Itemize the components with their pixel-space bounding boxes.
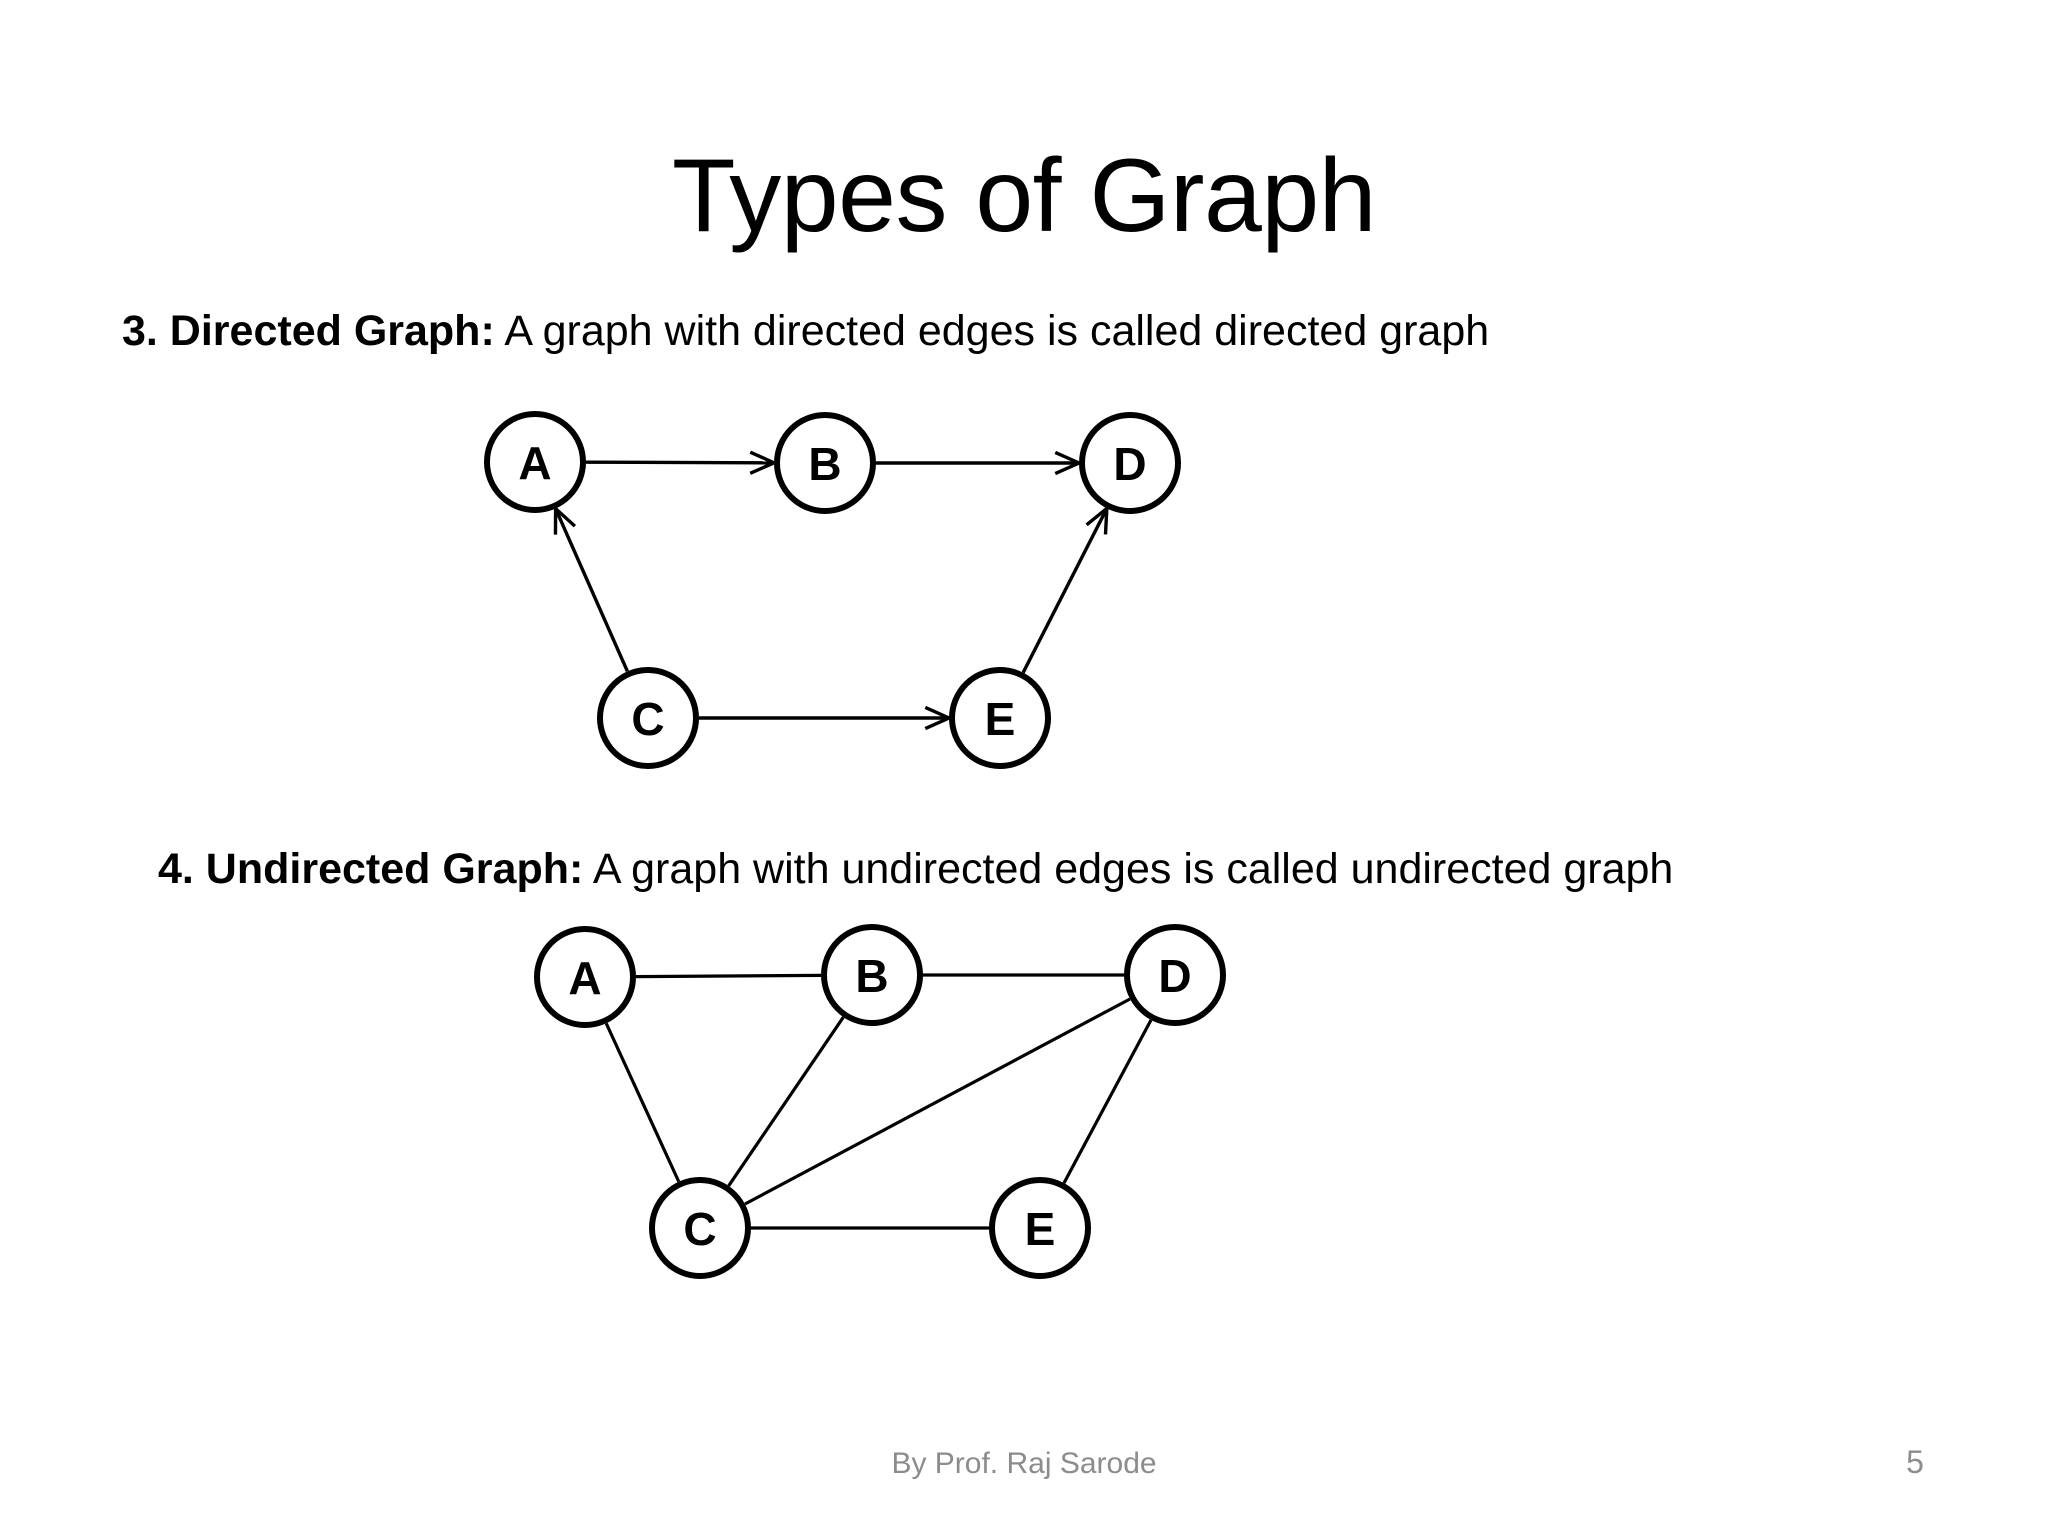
arrow-head-icon (1054, 450, 1084, 476)
arrow-head-icon (553, 504, 577, 535)
node-circle (821, 924, 923, 1026)
node-label: E (1025, 1203, 1056, 1255)
page-title: Types of Graph (671, 137, 1377, 254)
graph-edge (1062, 1019, 1153, 1184)
undirected-graph-description: 4. Undirected Graph: A graph with undire… (158, 843, 1673, 897)
node-circle (989, 1177, 1091, 1279)
arrow-head-icon (924, 705, 954, 731)
graph-edge (604, 1022, 681, 1183)
node-label: B (808, 438, 841, 490)
node-label: A (568, 952, 601, 1004)
node-label: D (1113, 438, 1146, 490)
graph-edge (635, 973, 822, 979)
node-circle (597, 667, 699, 769)
node-label: D (1158, 950, 1191, 1002)
graph-node-B: B (774, 412, 876, 514)
graph-edge (554, 507, 629, 673)
graph-node-D: D (1124, 924, 1226, 1026)
node-label: C (631, 693, 664, 745)
footer-author: By Prof. Raj Sarode (891, 1447, 1157, 1480)
node-circle (1124, 924, 1226, 1026)
node-circle (949, 667, 1051, 769)
graph-edge (1021, 507, 1109, 674)
node-label: C (683, 1203, 716, 1255)
directed-graph-description: 3. Directed Graph: A graph with directed… (122, 305, 1489, 359)
directed-graph-text: A graph with directed edges is called di… (494, 307, 1490, 355)
edges-layer (553, 450, 1153, 1230)
arrow-head-icon (749, 450, 779, 475)
directed-graph-label: 3. Directed Graph: (122, 307, 495, 355)
graph-edge (744, 997, 1131, 1206)
node-label: E (985, 693, 1016, 745)
graph-node-C: C (597, 667, 699, 769)
graph-node-D: D (1079, 412, 1181, 514)
graph-node-A: A (484, 411, 586, 513)
node-circle (534, 926, 636, 1028)
graph-node-B: B (821, 924, 923, 1026)
node-circle (774, 412, 876, 514)
graph-node-A: A (534, 926, 636, 1028)
undirected-graph-label: 4. Undirected Graph: (158, 845, 584, 893)
node-circle (649, 1177, 751, 1279)
graph-node-E: E (949, 667, 1051, 769)
node-circle (484, 411, 586, 513)
graph-node-C: C (649, 1177, 751, 1279)
page-number: 5 (1906, 1444, 1924, 1480)
graph-edge (585, 460, 775, 465)
graph-node-E: E (989, 1177, 1091, 1279)
node-label: A (518, 437, 551, 489)
undirected-graph-text: A graph with undirected edges is called … (583, 845, 1674, 893)
node-circle (1079, 412, 1181, 514)
node-label: B (855, 950, 888, 1002)
graph-edge (727, 1016, 845, 1187)
arrow-head-icon (1085, 504, 1109, 535)
